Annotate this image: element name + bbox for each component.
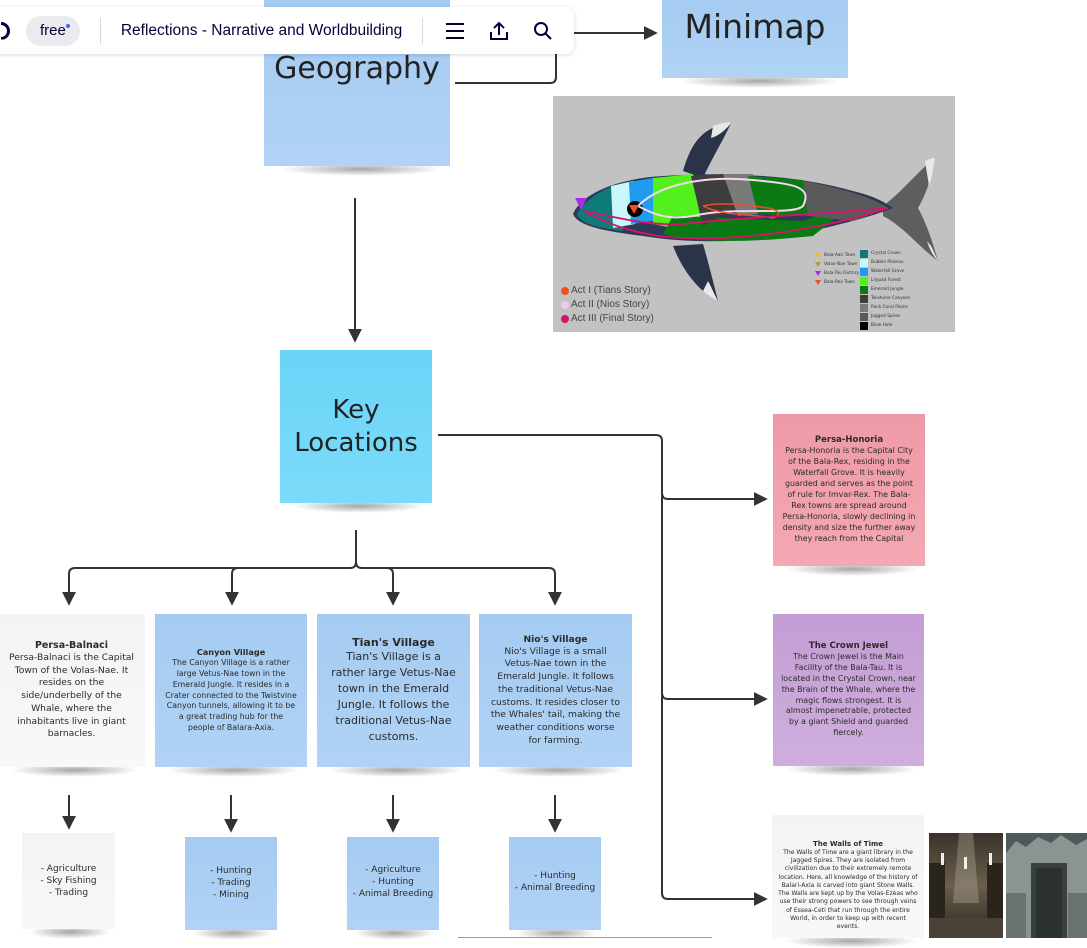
app-logo-icon[interactable] xyxy=(1,21,10,40)
whale-tail xyxy=(883,158,938,261)
geography-title: Geography xyxy=(274,51,440,86)
whale-top-fin xyxy=(683,123,731,178)
board-title[interactable]: Reflections - Narrative and Worldbuildin… xyxy=(120,21,403,39)
activity-item: - Animal Breeding xyxy=(352,889,434,900)
village-title: Persa-Balnaci xyxy=(34,640,109,652)
sticky-village-tian[interactable]: Tian's Village Tian's Village is a rathe… xyxy=(317,614,470,777)
activity-item: - Trading xyxy=(211,878,251,889)
landmark-description: The Crown Jewel is the Main Facility of … xyxy=(781,651,916,738)
sticky-activities-canyon[interactable]: - Hunting - Trading - Mining xyxy=(185,837,277,940)
board-toolbar: free Reflections - Narrative and Worldbu… xyxy=(0,7,574,54)
sticky-village-canyon[interactable]: Canyon Village The Canyon Village is a r… xyxy=(155,614,307,777)
whale-map-illustration xyxy=(573,122,938,301)
landmark-title: The Walls of Time xyxy=(812,840,884,848)
activity-item: - Agriculture xyxy=(365,865,421,875)
landmark-title: Persa-Honoria xyxy=(814,435,884,446)
activity-item: - Hunting xyxy=(372,877,414,888)
village-description: Tian's Village is a rather large Vetus-N… xyxy=(331,650,456,743)
activity-item: - Animal Breeding xyxy=(514,883,596,894)
landmark-description: Persa-Honoria is the Capital City of the… xyxy=(782,446,916,543)
sticky-village-persa-balnaci[interactable]: Persa-Balnaci Persa-Balnaci is the Capit… xyxy=(0,614,145,777)
sticky-activities-nio[interactable]: - Hunting - Animal Breeding xyxy=(509,837,601,940)
activity-item: - Mining xyxy=(213,890,249,901)
plan-badge[interactable]: free xyxy=(26,15,80,46)
activity-item: - Hunting xyxy=(534,871,576,881)
act-legend: Act I (Tians Story) Act II (Nios Story) … xyxy=(561,284,654,326)
act-legend-item: Act II (Nios Story) xyxy=(561,298,654,312)
sticky-key-locations[interactable]: Key Locations xyxy=(280,350,432,513)
sticky-landmark-crown-jewel[interactable]: The Crown Jewel The Crown Jewel is the M… xyxy=(773,614,924,776)
sticky-activities-persa-balnaci[interactable]: - Agriculture - Sky Fishing - Trading xyxy=(22,833,115,939)
landmark-description: The Walls of Time are a giant library in… xyxy=(778,849,918,930)
act-legend-item: Act I (Tians Story) xyxy=(561,284,654,298)
sticky-landmark-persa-honoria[interactable]: Persa-Honoria Persa-Honoria is the Capit… xyxy=(773,414,925,576)
region-legend: Crystal Crown Bubble Plateau Waterfall G… xyxy=(860,249,911,330)
village-description: Persa-Balnaci is the Capital Town of the… xyxy=(9,652,134,740)
search-icon[interactable] xyxy=(531,19,555,43)
sticky-landmark-walls-of-time[interactable]: The Walls of Time The Walls of Time are … xyxy=(772,815,924,948)
minimap-image[interactable]: Act I (Tians Story) Act II (Nios Story) … xyxy=(553,96,955,332)
library-interior-image[interactable] xyxy=(929,833,1003,938)
activity-item: - Hunting xyxy=(210,866,252,876)
village-title: Canyon Village xyxy=(196,647,266,658)
town-legend: Bala-Aari Town Volas-Nae Town Bala-Tau F… xyxy=(815,251,859,287)
activity-item: - Trading xyxy=(48,888,89,899)
act-legend-item: Act III (Final Story) xyxy=(561,312,654,326)
sticky-village-nio[interactable]: Nio's Village Nio's Village is a small V… xyxy=(479,614,632,777)
village-description: Nio's Village is a small Vetus-Nae town … xyxy=(490,645,621,746)
sticky-activities-tian[interactable]: - Agriculture - Hunting - Animal Breedin… xyxy=(347,837,439,940)
toolbar-divider xyxy=(99,17,101,44)
activity-item: - Sky Fishing xyxy=(40,876,97,887)
menu-icon[interactable] xyxy=(443,19,467,43)
village-title: Tian's Village xyxy=(352,636,435,650)
village-title: Nio's Village xyxy=(523,633,588,645)
key-locations-title: Key Locations xyxy=(294,395,418,458)
activity-item: - Agriculture xyxy=(40,864,97,874)
share-upload-icon[interactable] xyxy=(487,19,511,43)
sticky-minimap[interactable]: Minimap xyxy=(662,0,848,88)
stone-walls-image[interactable] xyxy=(1006,833,1087,938)
connector-keylocations-villages xyxy=(62,530,357,606)
notification-dot-icon xyxy=(65,23,70,28)
village-description: The Canyon Village is a rather large Vet… xyxy=(165,658,297,732)
landmark-title: The Crown Jewel xyxy=(808,640,889,651)
toolbar-divider xyxy=(422,17,424,44)
minimap-title: Minimap xyxy=(684,7,826,46)
